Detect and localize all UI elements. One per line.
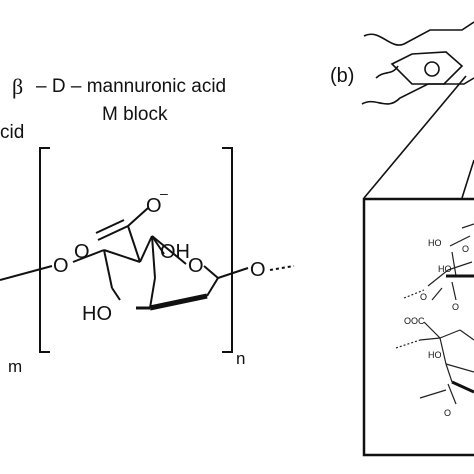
panel-a: β – D – mannuronic acid M block cid n m … bbox=[0, 74, 295, 376]
hydroxyl-bottom: HO bbox=[82, 303, 112, 325]
right-chain-dashed bbox=[269, 265, 295, 271]
repeat-subscript: n bbox=[236, 349, 245, 368]
ring-bond-8 bbox=[151, 235, 156, 279]
carboxylate-oxygen: O bbox=[146, 195, 162, 217]
chain-stub-left bbox=[375, 65, 399, 79]
chain-wave-mid bbox=[390, 51, 464, 85]
svg-text:O: O bbox=[444, 408, 451, 418]
link-oxygen-left: O bbox=[53, 255, 69, 277]
zoom-line-left bbox=[363, 75, 467, 199]
left-bracket bbox=[39, 147, 50, 353]
ring-bond-4 bbox=[139, 235, 153, 263]
o-to-ring-bond bbox=[72, 249, 105, 263]
chain-wave-top bbox=[363, 21, 474, 46]
inset-lower-molecule: OOC HO O bbox=[395, 316, 474, 418]
svg-text:O: O bbox=[452, 302, 459, 312]
mannuronic-acid-title: – D – mannuronic acid bbox=[36, 76, 226, 97]
left-chain-bond bbox=[0, 265, 53, 281]
ring-bond-5 bbox=[151, 235, 187, 265]
oh-top-bond bbox=[151, 235, 165, 255]
ring-oxygen: O bbox=[188, 255, 204, 277]
ring-to-right-o bbox=[217, 267, 249, 279]
inset-ho-2: HO bbox=[438, 264, 452, 274]
ring-bond-9 bbox=[149, 277, 156, 309]
carboxylate-minus: – bbox=[160, 185, 168, 201]
left-subscript: m bbox=[8, 357, 22, 376]
ion-circle bbox=[424, 61, 440, 77]
zoom-line-right bbox=[461, 159, 474, 199]
ring-bond-2 bbox=[103, 249, 113, 289]
beta-symbol: β bbox=[12, 74, 23, 99]
panel-b-label: (b) bbox=[330, 65, 354, 87]
ring-bond-bold-front bbox=[149, 293, 208, 311]
chain-wave-bottom bbox=[361, 77, 474, 105]
m-block-label: M block bbox=[102, 104, 168, 125]
inset-o-1: O bbox=[462, 244, 469, 254]
carbonyl-oxygen: O bbox=[74, 241, 90, 263]
link-oxygen-right: O bbox=[250, 259, 266, 281]
carboxyl-to-o-minus bbox=[127, 207, 149, 227]
ring-bond-1 bbox=[103, 249, 141, 263]
ho-bottom-bond bbox=[111, 287, 121, 301]
inset-ho-3: HO bbox=[428, 350, 442, 360]
hydroxyl-top: OH bbox=[160, 241, 190, 263]
inset-ooc: OOC bbox=[404, 316, 425, 326]
inset-o-2: O bbox=[420, 292, 427, 302]
inset-box bbox=[362, 197, 474, 457]
ring-bond-7 bbox=[206, 277, 219, 297]
carbonyl-double-1 bbox=[97, 225, 129, 241]
left-fragment-label: cid bbox=[0, 122, 24, 143]
panel-b: (b) HO HO O O O bbox=[330, 21, 474, 457]
right-bracket bbox=[222, 147, 233, 353]
inset-ho-1: HO bbox=[428, 238, 442, 248]
carboxyl-stem bbox=[127, 225, 141, 263]
carbonyl-double-2 bbox=[95, 219, 125, 234]
inset-upper-molecule: HO HO O O O bbox=[403, 223, 474, 312]
ring-bond-6 bbox=[203, 265, 219, 279]
